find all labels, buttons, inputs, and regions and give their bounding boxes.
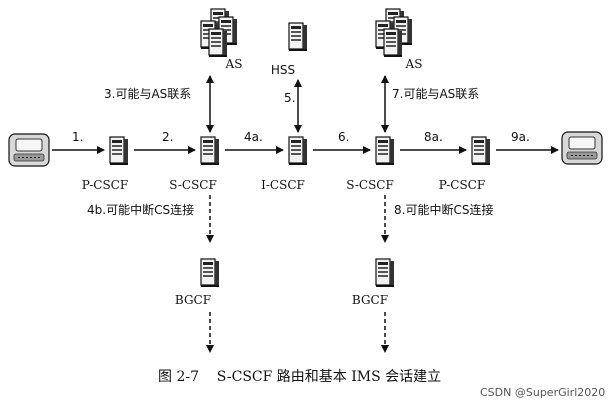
csdn-watermark: CSDN @SuperGirl2020 bbox=[480, 386, 605, 399]
edge-1-label: 1. bbox=[72, 130, 83, 144]
edge-9a-label: 9a. bbox=[511, 130, 530, 144]
bgcf-right-label: BGCF bbox=[352, 293, 388, 307]
edge-7-label: 7.可能与AS联系 bbox=[392, 87, 479, 101]
user-phone-right-icon bbox=[561, 131, 603, 165]
as-right-label: AS bbox=[405, 57, 423, 71]
scscf-left-label: S-CSCF bbox=[169, 178, 217, 192]
edge-8a-label: 8a. bbox=[424, 130, 443, 144]
as-left-label: AS bbox=[225, 57, 243, 71]
scscf-left-server-icon bbox=[200, 136, 220, 166]
user-phone-left-icon bbox=[8, 133, 50, 167]
bgcf-right-server-icon bbox=[375, 258, 395, 288]
edge-3-label: 3.可能与AS联系 bbox=[104, 87, 191, 101]
bgcf-left-server-icon bbox=[200, 258, 220, 288]
icscf-server-icon bbox=[288, 136, 308, 166]
edge-4b-label: 4b.可能中断CS连接 bbox=[87, 202, 194, 217]
scscf-right-server-icon bbox=[375, 136, 395, 166]
icscf-label: I-CSCF bbox=[261, 178, 305, 192]
edge-4a-label: 4a. bbox=[244, 130, 263, 144]
bgcf-left-label: BGCF bbox=[175, 293, 211, 307]
edge-2-label: 2. bbox=[162, 130, 173, 144]
edge-5-label: 5. bbox=[284, 91, 295, 105]
figure-caption: 图 2-7 S-CSCF 路由和基本 IMS 会话建立 bbox=[158, 368, 441, 385]
pcscf-left-server-icon bbox=[109, 136, 129, 166]
scscf-right-label: S-CSCF bbox=[346, 178, 394, 192]
hss-label: HSS bbox=[271, 63, 295, 77]
as-left-server-cluster-icon bbox=[200, 8, 238, 58]
pcscf-right-label: P-CSCF bbox=[439, 178, 485, 192]
pcscf-right-server-icon bbox=[471, 136, 491, 166]
edge-6-label: 6. bbox=[338, 130, 349, 144]
as-right-server-cluster-icon bbox=[375, 8, 413, 58]
edge-8-label: 8.可能中断CS连接 bbox=[394, 202, 493, 217]
hss-server-icon bbox=[288, 22, 308, 52]
pcscf-left-label: P-CSCF bbox=[82, 178, 128, 192]
